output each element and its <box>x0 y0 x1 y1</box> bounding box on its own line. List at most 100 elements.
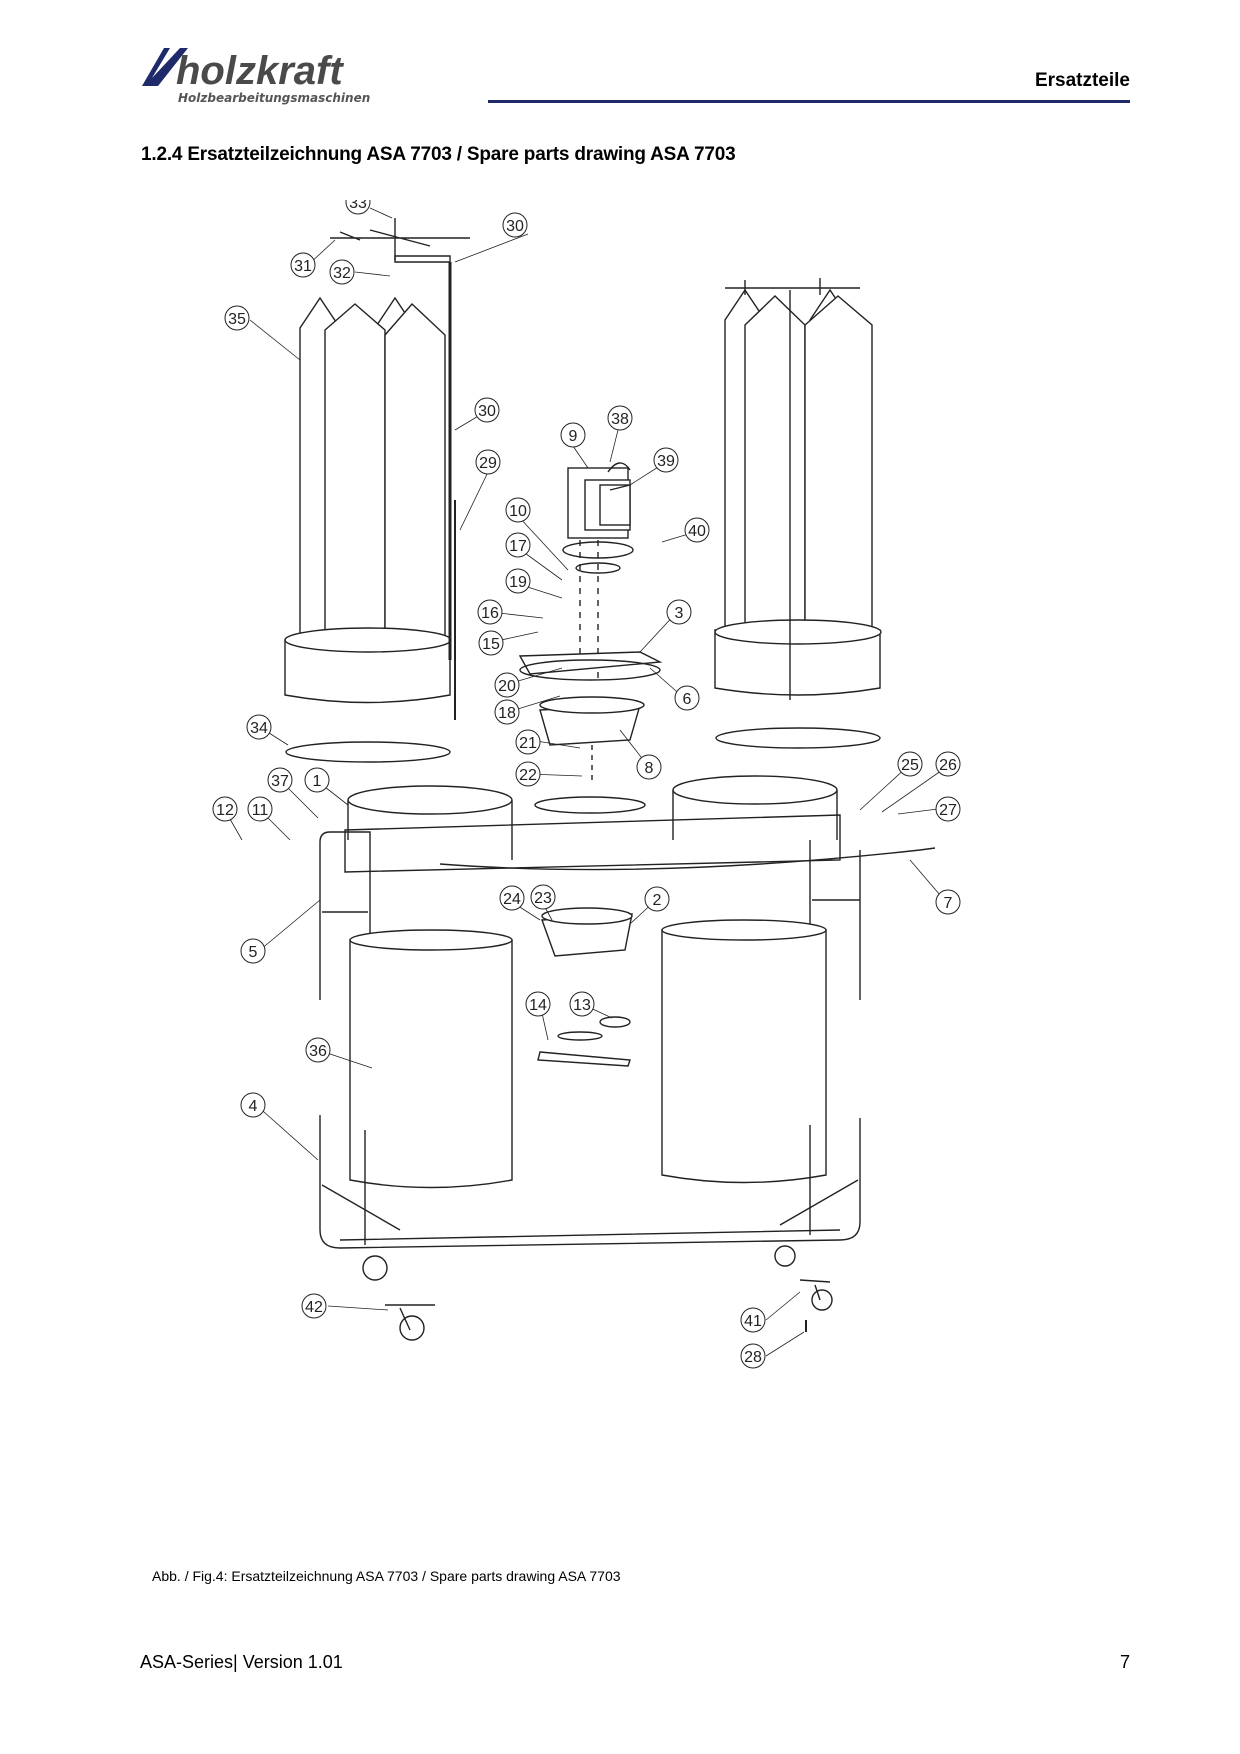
callout-bubble <box>499 885 525 911</box>
callout-number: 33 <box>349 200 367 212</box>
callout-number: 23 <box>534 890 552 907</box>
callout-number: 19 <box>509 574 527 591</box>
callout-bubble <box>502 212 528 238</box>
page-number: 7 <box>1119 1652 1130 1672</box>
callout-bubble <box>494 699 520 725</box>
callout-number: 24 <box>503 891 521 908</box>
callout-number: 2 <box>653 892 662 909</box>
callout-number: 41 <box>744 1313 762 1330</box>
callout-bubble <box>240 938 266 964</box>
callout-bubble <box>636 754 662 780</box>
callout-bubble <box>560 422 586 448</box>
callout-bubble <box>304 767 330 793</box>
motor <box>562 462 634 680</box>
callout-number: 14 <box>529 997 547 1014</box>
callout-number: 18 <box>498 705 516 722</box>
section-label: Ersatzteile <box>1034 70 1130 91</box>
motor-plate <box>518 651 663 681</box>
callout-number: 32 <box>333 265 351 282</box>
callout-bubble <box>224 305 250 331</box>
brand-wordmark: holzkraft <box>176 49 344 93</box>
callout-number: 35 <box>228 311 246 328</box>
callout-bubble <box>666 599 692 625</box>
callout-bubble <box>653 447 679 473</box>
impeller <box>539 696 645 780</box>
callout-number: 6 <box>683 691 692 708</box>
brand-subtitle: Holzbearbeitungsmaschinen <box>178 91 371 105</box>
callout-bubble <box>644 886 670 912</box>
callout-bubble <box>674 685 700 711</box>
callout-bubble <box>267 767 293 793</box>
callout-bubble <box>478 630 504 656</box>
callout-number: 15 <box>482 636 500 653</box>
callout-number: 4 <box>249 1098 258 1115</box>
callout-bubble <box>897 751 923 777</box>
callout-bubble <box>935 796 961 822</box>
callout-bubble <box>935 889 961 915</box>
callout-number: 5 <box>249 944 258 961</box>
callout-number: 30 <box>478 403 496 420</box>
callout-number: 31 <box>294 258 312 275</box>
callout-number: 34 <box>250 720 268 737</box>
header-rule <box>488 100 1130 103</box>
callout-bubble <box>329 259 355 285</box>
callout-number: 13 <box>573 997 591 1014</box>
callout-bubble <box>305 1037 331 1063</box>
left-filter-bags <box>284 296 452 704</box>
holzkraft-logo: holzkraft <box>142 48 344 93</box>
callout-bubble <box>477 599 503 625</box>
callout-bubble <box>494 672 520 698</box>
callout-bubble <box>474 397 500 423</box>
callout-bubble <box>505 532 531 558</box>
callout-number: 20 <box>498 678 516 695</box>
callout-number: 22 <box>519 767 537 784</box>
callout-bubble <box>607 405 633 431</box>
callout-number: 12 <box>216 802 234 819</box>
collection-bins <box>349 919 827 1189</box>
callout-bubble <box>212 796 238 822</box>
page-title: 1.2.4 Ersatzteilzeichnung ASA 7703 / Spa… <box>141 144 736 165</box>
callout-number: 9 <box>569 428 578 445</box>
callout-bubble <box>530 884 556 910</box>
callout-number: 1 <box>313 773 322 790</box>
callout-number: 16 <box>481 605 499 622</box>
callout-bubble <box>247 796 273 822</box>
callout-bubble <box>569 991 595 1017</box>
callout-number: 26 <box>939 757 957 774</box>
callout-number: 39 <box>657 453 675 470</box>
callout-number: 29 <box>479 455 497 472</box>
callout-bubble <box>515 761 541 787</box>
callout-bubble <box>740 1307 766 1333</box>
callout-number: 8 <box>645 760 654 777</box>
callout-bubble <box>345 200 371 215</box>
callout-bubble <box>505 568 531 594</box>
callout-number: 7 <box>944 895 953 912</box>
callout-number: 17 <box>509 538 527 555</box>
callout-bubble <box>240 1092 266 1118</box>
callout-number: 38 <box>611 411 629 428</box>
callout-bubble <box>301 1293 327 1319</box>
callout-number: 27 <box>939 802 957 819</box>
callout-bubble <box>290 252 316 278</box>
callout-number: 40 <box>688 523 706 540</box>
callout-number: 42 <box>305 1299 323 1316</box>
lower-frame <box>319 1115 861 1281</box>
callout-bubble <box>935 751 961 777</box>
callout-number: 11 <box>252 802 269 819</box>
callout-number: 3 <box>675 605 684 622</box>
callout-number: 30 <box>506 218 524 235</box>
callout-bubble <box>246 714 272 740</box>
housing <box>344 775 841 873</box>
callout-bubble <box>684 517 710 543</box>
right-filter-bags <box>714 278 882 700</box>
figure-caption: Abb. / Fig.4: Ersatzteilzeichnung ASA 77… <box>152 1568 621 1584</box>
callout-number: 28 <box>744 1349 762 1366</box>
callout-number: 36 <box>309 1043 327 1060</box>
callout-bubble <box>515 729 541 755</box>
callout-bubble <box>740 1343 766 1369</box>
callout-bubble <box>505 497 531 523</box>
callout-number: 37 <box>271 773 289 790</box>
callout-bubble <box>475 449 501 475</box>
callout-number: 10 <box>509 503 527 520</box>
